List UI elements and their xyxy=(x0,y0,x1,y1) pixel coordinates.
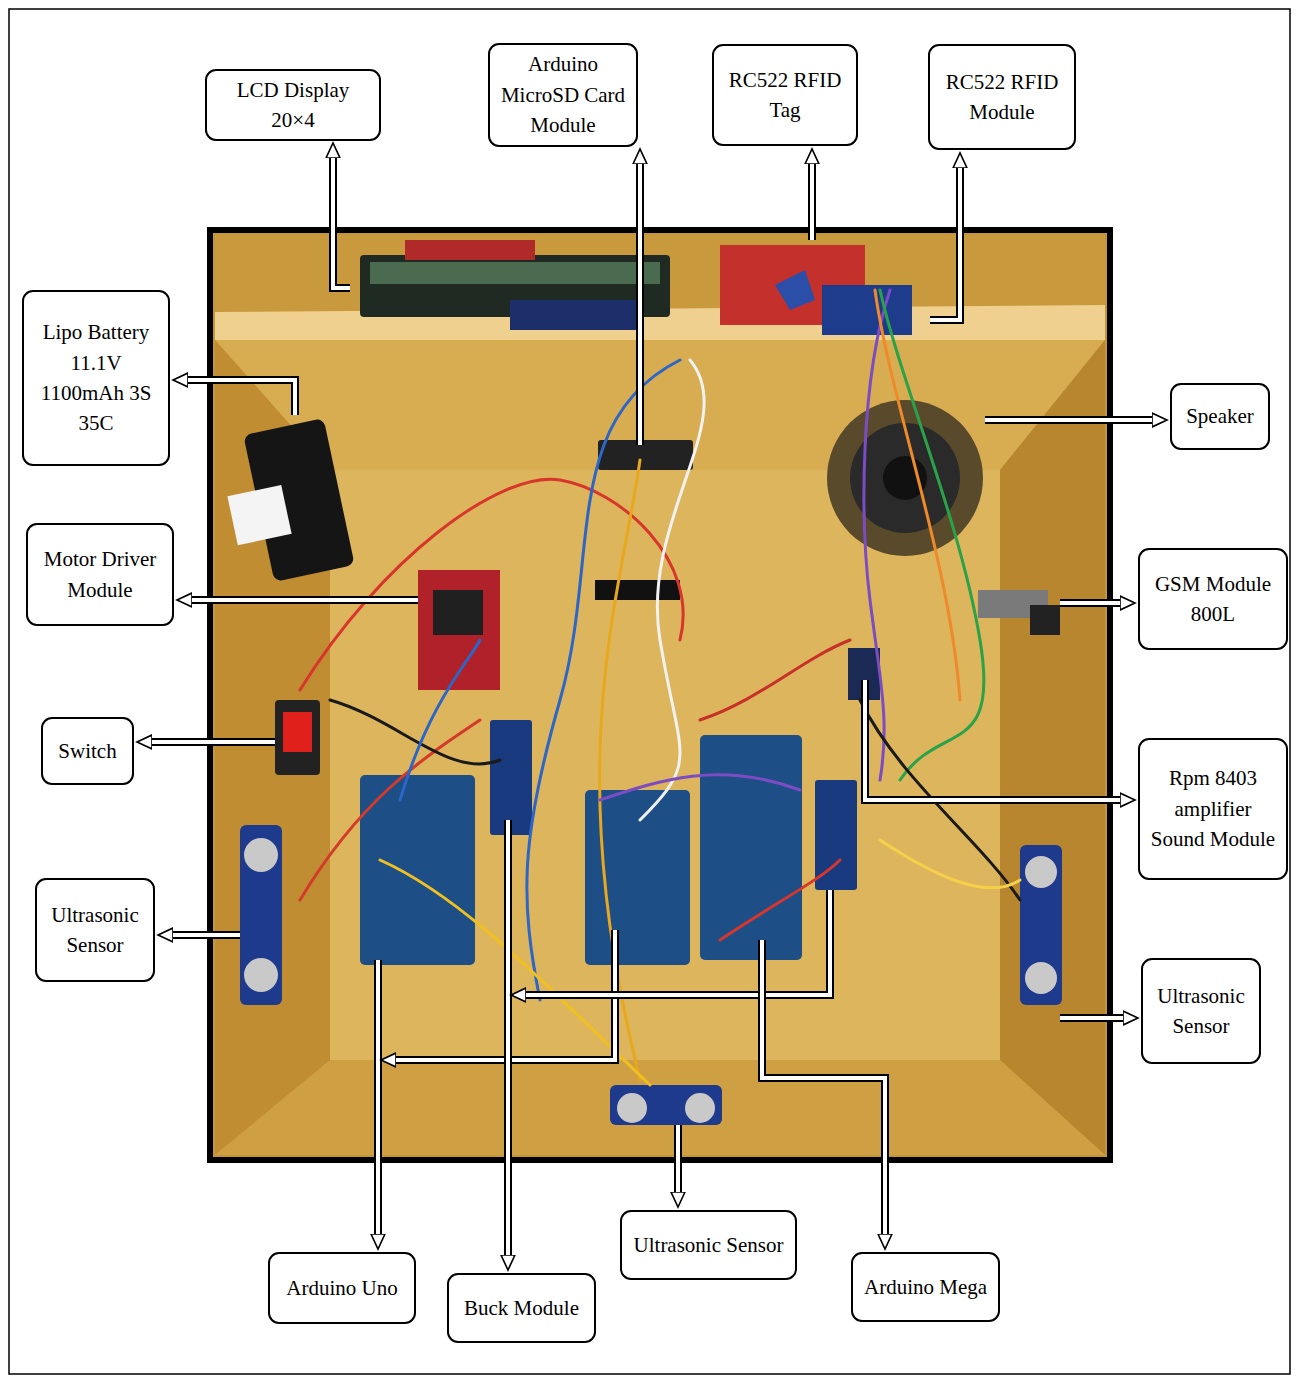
leader-arrows xyxy=(152,158,1152,1255)
callout-label: LCD Display 20×4 xyxy=(215,75,371,136)
callout-box: Ultrasonic Sensor xyxy=(35,878,155,982)
callout-box: Switch xyxy=(41,717,134,785)
callout-label: Ultrasonic Sensor xyxy=(634,1230,784,1260)
callout-box: Motor Driver Module xyxy=(26,523,174,626)
callout-box: Arduino MicroSD Card Module xyxy=(488,43,638,146)
callout-box: GSM Module 800L xyxy=(1138,548,1288,650)
callout-label: Arduino MicroSD Card Module xyxy=(498,49,628,140)
callout-box: Rpm 8403 amplifier Sound Module xyxy=(1138,738,1288,880)
callout-box: Ultrasonic Sensor xyxy=(1141,958,1261,1064)
callout-label: Switch xyxy=(58,736,116,766)
callout-box: Arduino Mega xyxy=(851,1252,1000,1322)
enclosure-photo xyxy=(210,230,1110,1160)
callout-box: RC522 RFID Tag xyxy=(712,44,858,146)
callout-label: Ultrasonic Sensor xyxy=(1151,981,1251,1042)
wires xyxy=(300,290,1020,1085)
callout-label: Lipo Battery 11.1V 1100mAh 3S 35C xyxy=(32,317,160,439)
callout-box: Ultrasonic Sensor xyxy=(620,1210,797,1280)
callout-label: Arduino Uno xyxy=(286,1273,397,1303)
callout-box: Arduino Uno xyxy=(268,1252,416,1324)
callout-box: Speaker xyxy=(1170,383,1270,450)
callout-label: Buck Module xyxy=(464,1293,579,1323)
callout-box: RC522 RFID Module xyxy=(928,44,1076,150)
callout-box: Buck Module xyxy=(447,1273,596,1343)
outer-frame xyxy=(9,9,1290,1374)
callout-label: GSM Module 800L xyxy=(1148,569,1278,630)
callout-label: RC522 RFID Tag xyxy=(722,65,848,126)
callout-label: Arduino Mega xyxy=(864,1272,987,1302)
callout-label: Motor Driver Module xyxy=(36,544,164,605)
callout-box: LCD Display 20×4 xyxy=(205,69,381,142)
components xyxy=(227,240,1062,1125)
callout-box: Lipo Battery 11.1V 1100mAh 3S 35C xyxy=(22,290,170,466)
callout-label: Ultrasonic Sensor xyxy=(45,900,145,961)
callout-label: Speaker xyxy=(1186,401,1254,431)
callout-label: RC522 RFID Module xyxy=(938,67,1066,128)
callout-label: Rpm 8403 amplifier Sound Module xyxy=(1148,763,1278,854)
